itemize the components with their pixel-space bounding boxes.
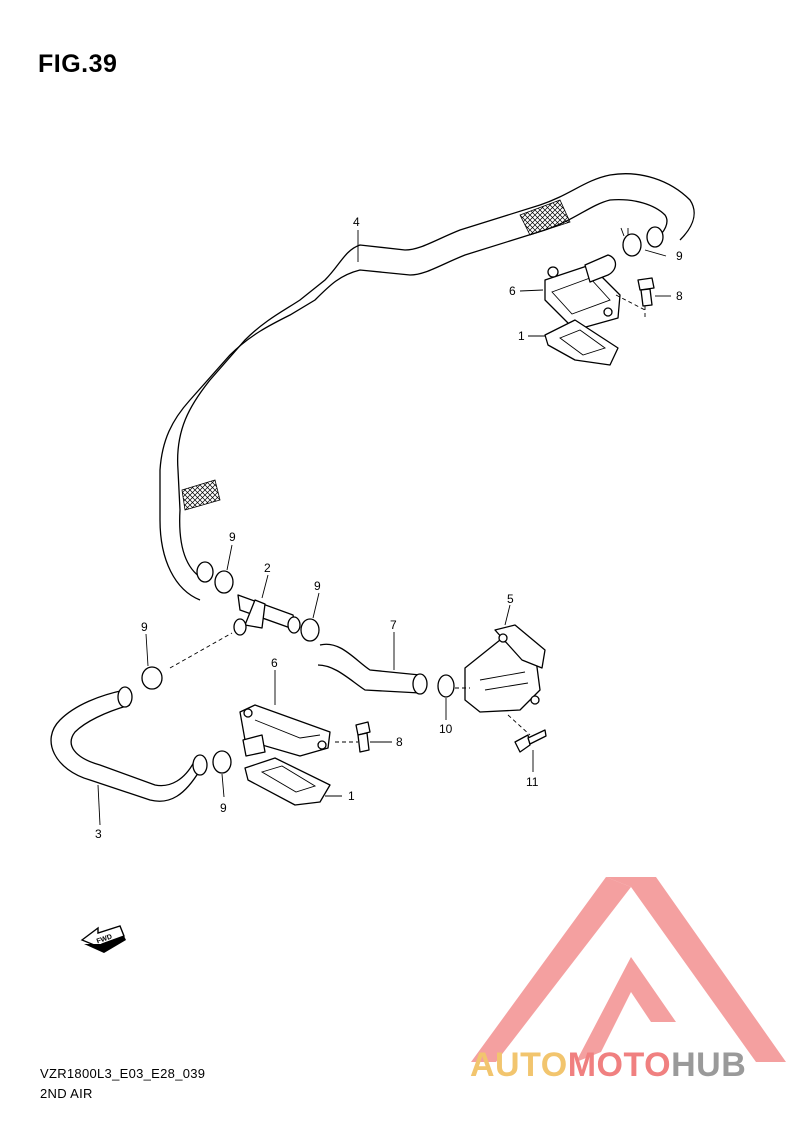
callout-8: 8: [396, 735, 403, 749]
bolt-lower-part-8: [335, 721, 371, 753]
callout-5: 5: [507, 592, 514, 606]
callout-9: 9: [220, 801, 227, 815]
watermark-logo: [471, 877, 786, 1062]
callout-2: 2: [264, 561, 271, 575]
callout-1: 1: [348, 789, 355, 803]
clamp-upper-part-9: [620, 227, 642, 257]
footer-section-name: 2ND AIR: [40, 1086, 93, 1101]
reed-valve-cover-lower-part-6: [239, 704, 331, 757]
callout-9: 9: [141, 620, 148, 634]
hose-part-7: [317, 643, 428, 695]
callout-7: 7: [390, 618, 397, 632]
leader-lines: [97, 230, 671, 826]
callout-9: 9: [676, 249, 683, 263]
callout-9: 9: [314, 579, 321, 593]
figure-title: FIG.39: [38, 50, 118, 78]
bolt-upper-part-8: [637, 277, 655, 320]
callout-6: 6: [509, 284, 516, 298]
callout-10: 10: [439, 722, 453, 736]
hose-part-3: [50, 686, 208, 802]
reed-valve-cover-upper-part-6: [544, 254, 621, 331]
clamp-mid-right-part-9: [300, 618, 320, 642]
callout-3: 3: [95, 827, 102, 841]
callout-labels: 4 9 6 8 1 9 2 9 5 9 7 6 10 8 1 9 11 3: [95, 215, 683, 841]
clamp-part-10: [437, 674, 455, 698]
watermark-moto: MOTO: [567, 1046, 672, 1084]
fwd-arrow-icon: FWD: [80, 925, 126, 953]
watermark-hub: HUB: [671, 1046, 747, 1084]
clamp-mid-left-part-9: [214, 570, 234, 594]
watermark-auto: AUTO: [470, 1046, 568, 1084]
hose-part-4: [159, 173, 695, 601]
callout-11: 11: [526, 775, 539, 789]
callout-9: 9: [229, 530, 236, 544]
callout-6: 6: [271, 656, 278, 670]
callout-1: 1: [518, 329, 525, 343]
footer-model-code: VZR1800L3_E03_E28_039: [40, 1066, 206, 1081]
screw-part-11: [507, 714, 547, 753]
clamp-lower-right-part-9: [212, 750, 232, 774]
callout-8: 8: [676, 289, 683, 303]
reed-valve-gasket-upper-part-1: [544, 319, 619, 366]
clamp-lower-left-part-9: [141, 666, 163, 690]
pair-valve-part-5: [464, 624, 546, 713]
callout-4: 4: [353, 215, 360, 229]
t-joint-part-2: [233, 594, 301, 636]
reed-valve-gasket-lower-part-1: [244, 757, 331, 806]
watermark-text: AUTOMOTOHUB: [470, 1046, 746, 1085]
